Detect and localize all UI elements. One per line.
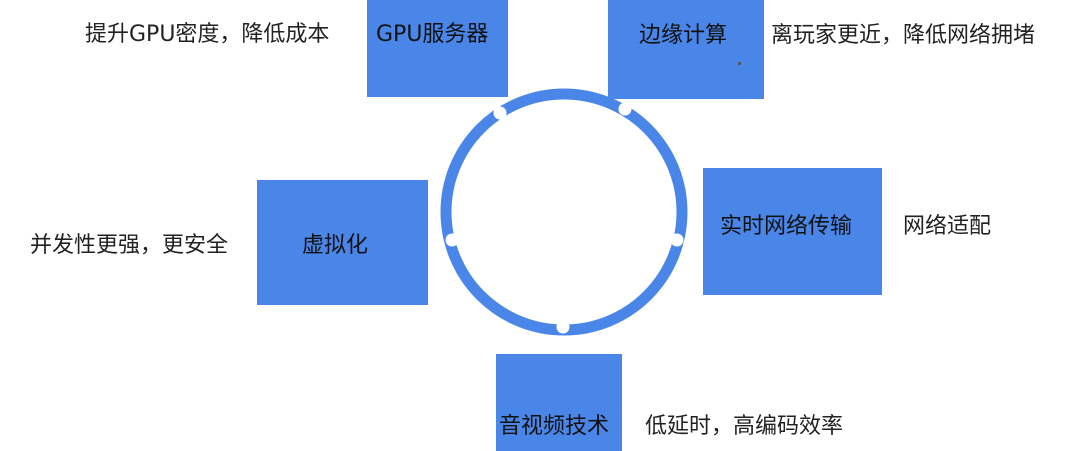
desc-gpu-server: 提升GPU密度，降低成本 [85,22,330,47]
node-edge-computing-label: 边缘计算 [639,23,728,48]
stray-mark [738,62,741,65]
node-gpu-server: GPU服务器 [367,0,508,97]
ring-dot-gpu [493,106,507,120]
cycle-ring-circle [440,88,688,336]
desc-av-technology: 低延时，高编码效率 [645,414,844,439]
node-av-technology-label: 音视频技术 [499,414,610,439]
node-realtime-network: 实时网络传输 [703,168,882,295]
ring-dot-edge [618,102,632,116]
cycle-ring-dots [445,102,684,334]
node-gpu-server-label: GPU服务器 [376,22,489,47]
desc-virtualization: 并发性更强，更安全 [30,233,229,258]
desc-realtime-network: 网络适配 [903,214,992,239]
node-virtualization: 虚拟化 [257,180,428,305]
ring-dot-av [556,320,570,334]
ring-dot-virt [445,233,459,247]
desc-edge-computing: 离玩家更近，降低网络拥堵 [771,23,1036,48]
node-edge-computing: 边缘计算 [608,0,764,99]
ring-dot-net [670,233,684,247]
node-virtualization-label: 虚拟化 [302,233,369,258]
node-av-technology: 音视频技术 [496,354,622,451]
node-realtime-network-label: 实时网络传输 [720,214,853,239]
